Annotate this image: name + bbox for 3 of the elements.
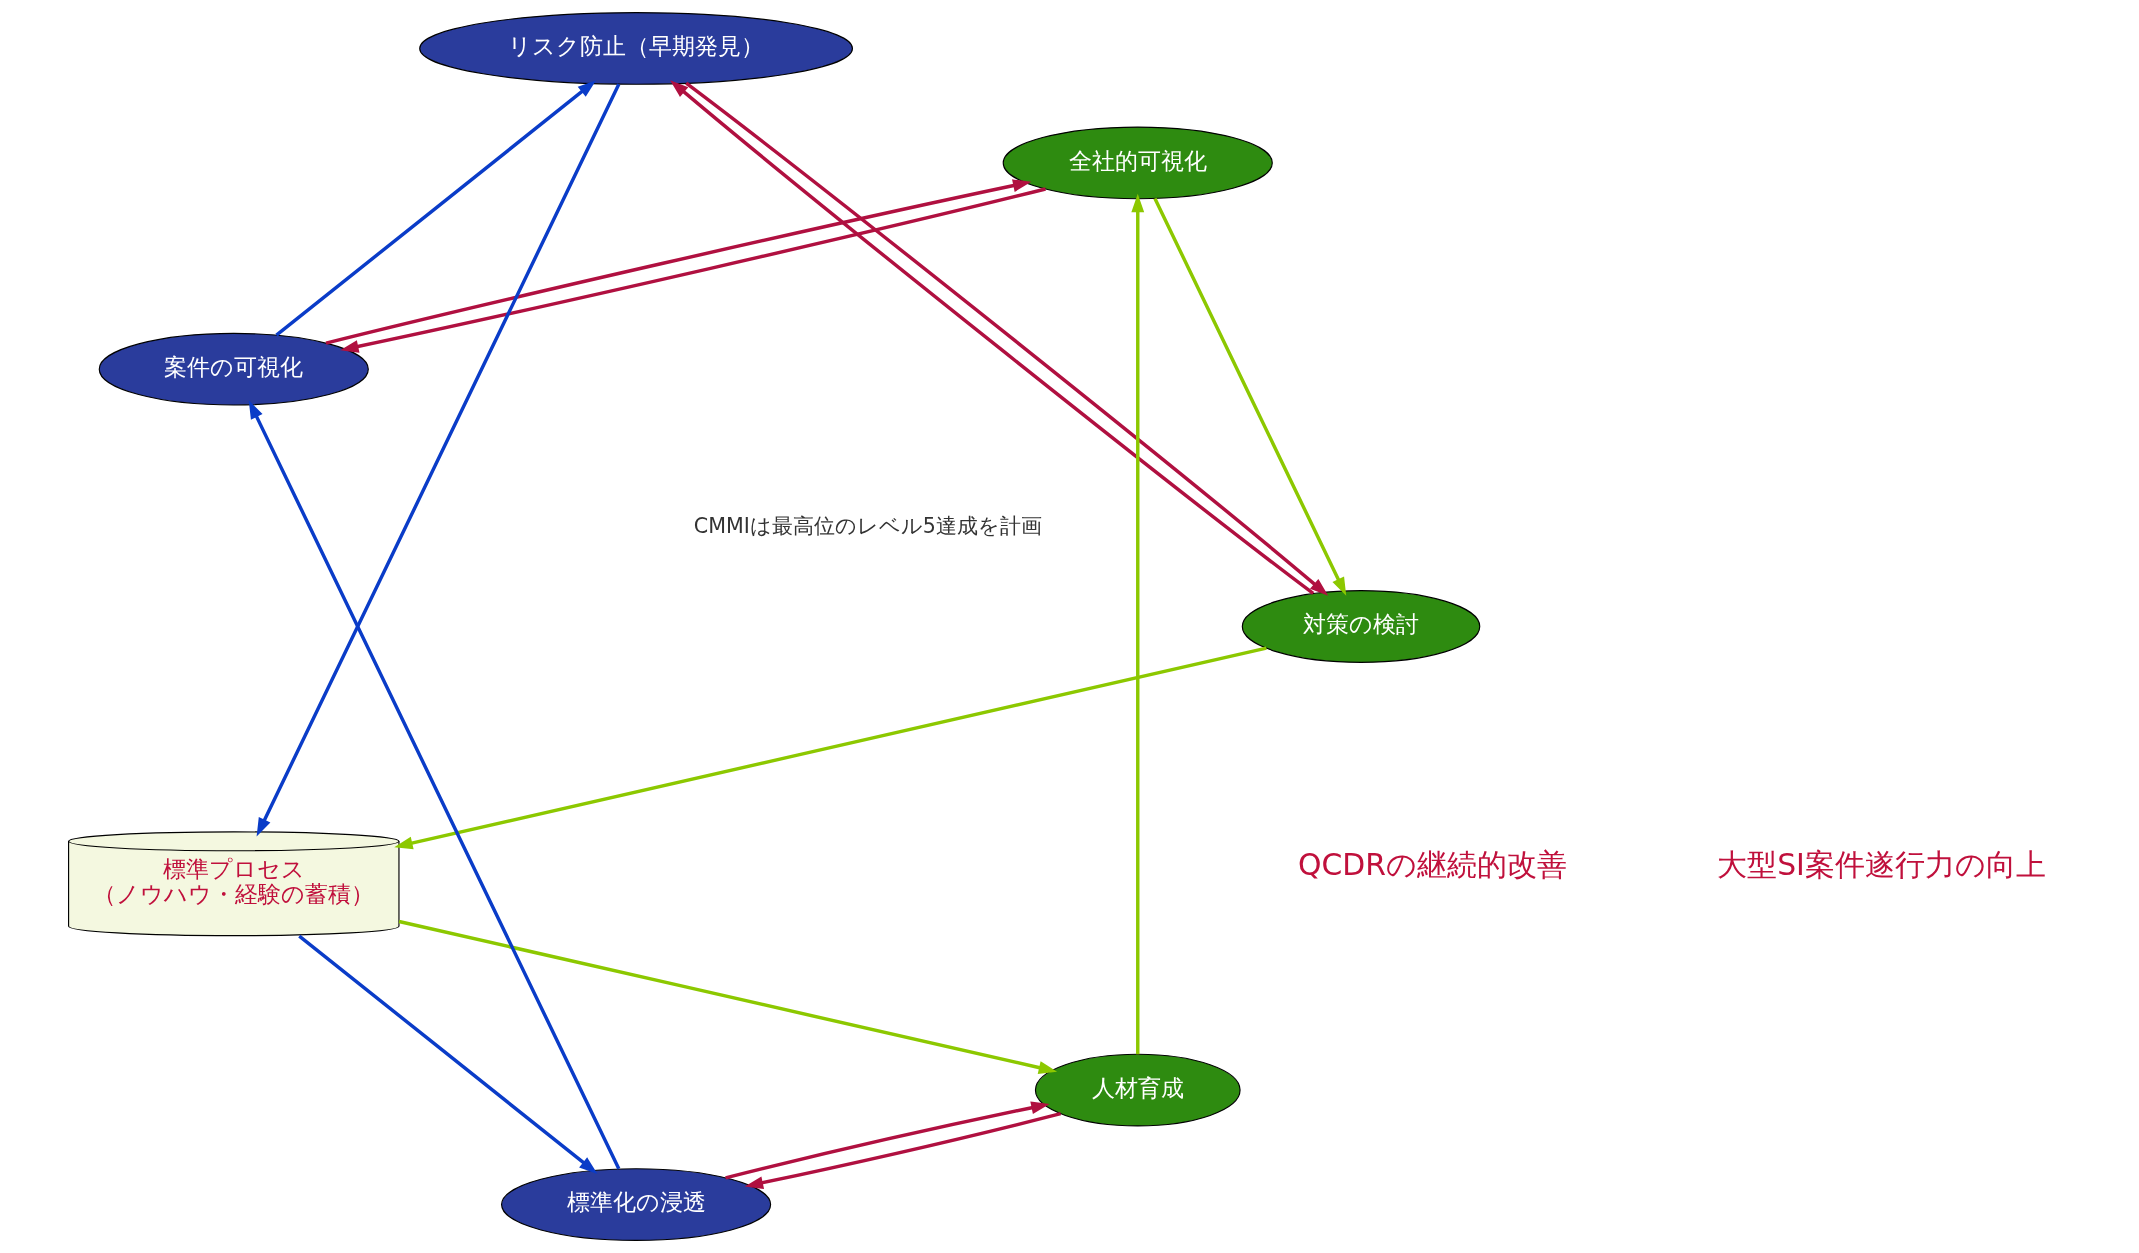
label: QCDRの継続的改善 xyxy=(1297,846,1567,882)
label: 大型SI案件遂行力の向上 xyxy=(1716,846,2046,882)
label: CMMIは最高位のレベル5達成を計画 xyxy=(693,513,1042,538)
